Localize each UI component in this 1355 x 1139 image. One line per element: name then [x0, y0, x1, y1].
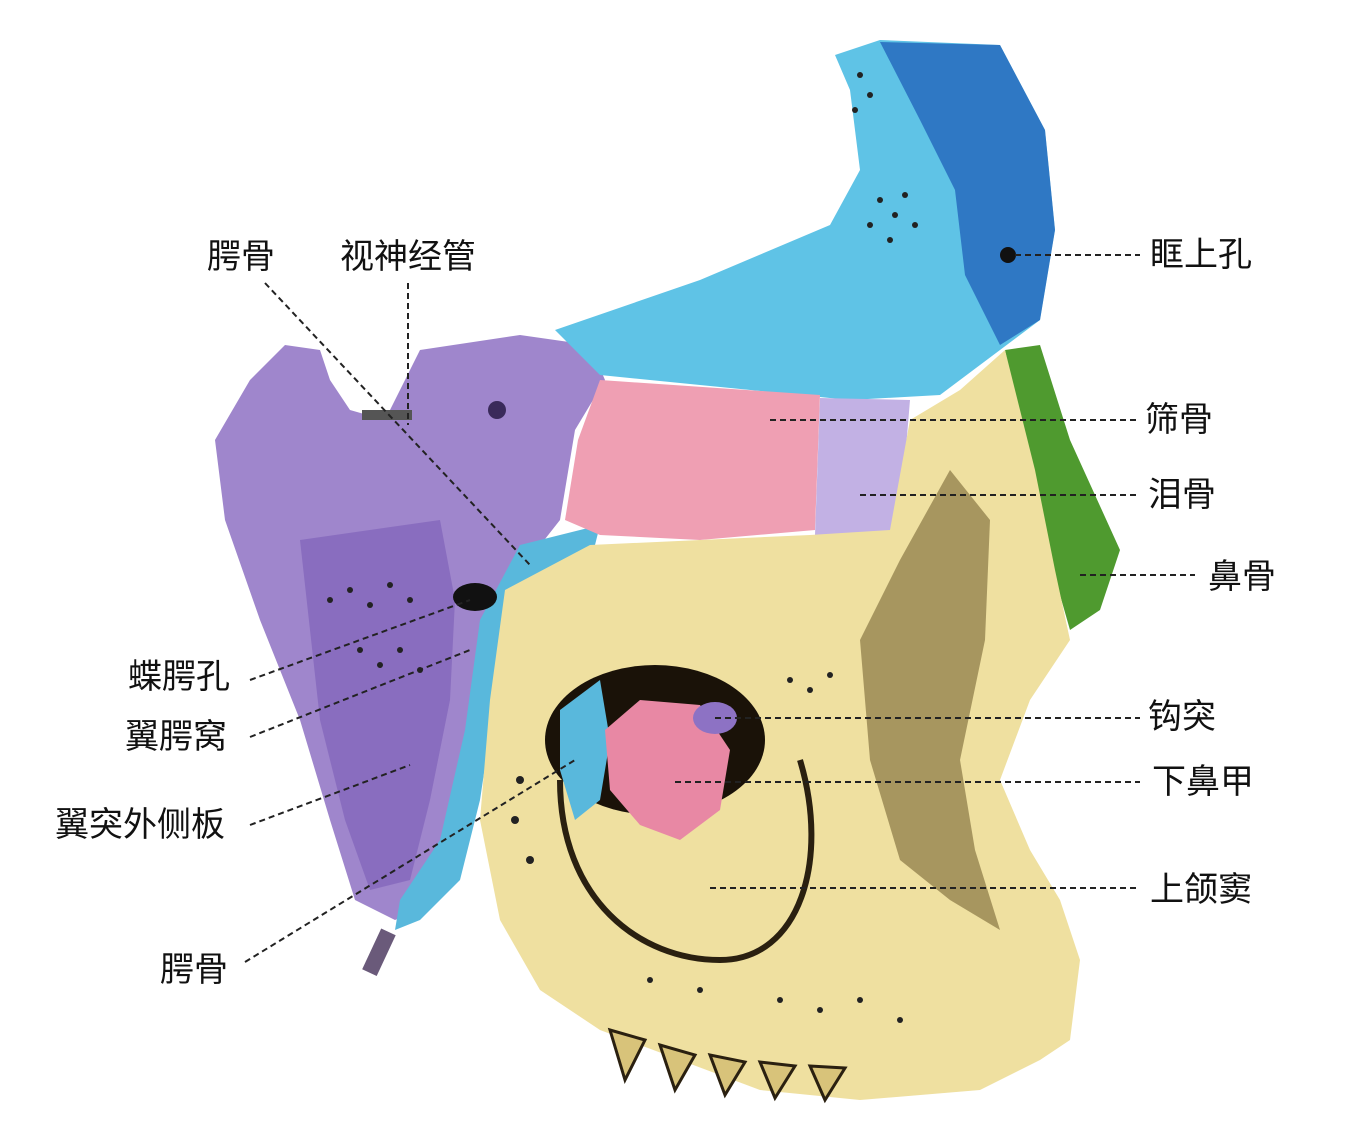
inferior-concha — [605, 700, 730, 840]
label-uncinate-process: 钩突 — [1148, 697, 1216, 737]
label-ethmoid: 筛骨 — [1145, 400, 1213, 440]
label-maxillary-sinus: 上颌窦 — [1150, 870, 1252, 910]
frontal-dark-band — [880, 42, 1055, 345]
leader-sphenopalatine — [249, 599, 471, 681]
label-lacrimal: 泪骨 — [1148, 475, 1216, 515]
palatine-in-hiatus — [560, 680, 610, 820]
optic-canal-probe — [362, 410, 412, 420]
maxilla-shadow — [860, 470, 1000, 930]
label-inferior-nasal-concha: 下鼻甲 — [1152, 762, 1254, 802]
label-sphenopalatine-foramen: 蝶腭孔 — [128, 657, 230, 697]
label-supraorbital-foramen: 眶上孔 — [1150, 235, 1252, 275]
palatine-probe — [362, 928, 396, 977]
label-optic-canal: 视神经管 — [340, 237, 476, 277]
label-nasal: 鼻骨 — [1208, 557, 1276, 597]
palatine-bone — [395, 525, 600, 930]
maxillary-sinus-outline — [557, 759, 815, 964]
label-bottom-palatine: 腭骨 — [160, 950, 228, 990]
leader-bottom-palatine — [244, 759, 576, 963]
sphenoid-foramen — [488, 401, 506, 419]
sphenopalatine-foramen — [453, 583, 497, 611]
ethmoid-bone — [565, 380, 820, 540]
label-lateral-pterygoid-plate: 翼突外侧板 — [55, 805, 225, 845]
leader-lines — [244, 254, 1195, 963]
alveolar-pattern — [607, 1027, 848, 1104]
label-pterygopalatine-fossa: 翼腭窝 — [125, 717, 227, 757]
nasal-bone — [1005, 345, 1120, 630]
lacrimal-bone — [815, 398, 910, 545]
leader-lateral-plate — [249, 764, 411, 826]
bone-pores — [327, 72, 918, 1023]
label-top-palatine: 腭骨 — [207, 237, 275, 277]
supraorbital-foramen — [1000, 247, 1016, 263]
leader-top-palatine — [264, 282, 531, 566]
sphenoid-bone — [215, 335, 605, 920]
sphenoid-shadow — [300, 520, 455, 890]
